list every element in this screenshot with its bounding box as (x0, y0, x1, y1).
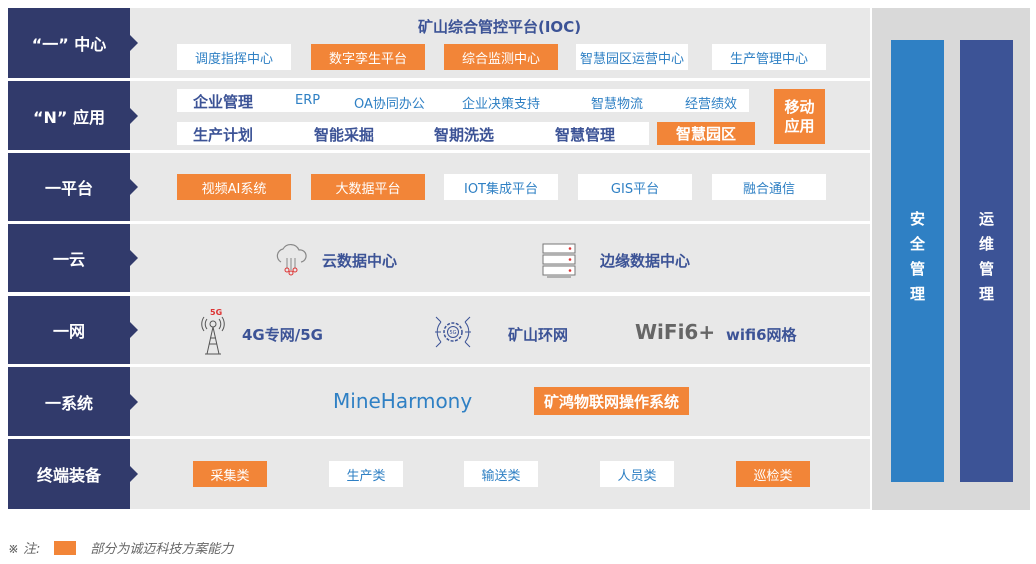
item-monitoring[interactable]: 综合监测中心 (444, 44, 558, 70)
item-park-ops[interactable]: 智慧园区运营中心 (576, 44, 688, 70)
wifi6-logo: WiFi6+ (635, 320, 716, 344)
app-item[interactable]: 生产计划 (193, 126, 254, 144)
app-item-smart-park[interactable]: 智慧园区 (657, 122, 755, 145)
ops-management[interactable]: 运维管理 (960, 40, 1013, 482)
row-apps: “N” 应用 企业管理 ERP OA协同办公 企业决策支持 智慧物流 经营绩效 … (8, 81, 870, 150)
row-system: 一系统 MineHarmony 矿鸿物联网操作系统 (8, 367, 870, 436)
server-icon (542, 243, 576, 278)
row-platform: 一平台 视频AI系统 大数据平台 IOT集成平台 GIS平台 融合通信 (8, 153, 870, 221)
row-label: 一平台 (8, 153, 138, 221)
row-label: 终端装备 (8, 439, 138, 509)
network-wifi6: wifi6网格 (726, 326, 797, 344)
cloud-datacenter: 云数据中心 (322, 252, 398, 270)
row-label: 一系统 (8, 367, 138, 436)
app-item[interactable]: 智慧物流 (591, 97, 644, 112)
mineharmony-logo: MineHarmony (333, 389, 473, 413)
5g-badge: 5G (210, 308, 223, 317)
footnote: ※ 注: 部分为诚迈科技方案能力 (8, 538, 233, 557)
tower-icon (201, 316, 225, 355)
app-item[interactable]: ERP (295, 93, 321, 108)
terminal-personnel[interactable]: 人员类 (600, 461, 674, 487)
app-item[interactable]: 智能采掘 (314, 126, 375, 144)
network-ring: 矿山环网 (508, 326, 569, 344)
platform-bigdata[interactable]: 大数据平台 (311, 174, 425, 200)
platform-video-ai[interactable]: 视频AI系统 (177, 174, 291, 200)
security-management[interactable]: 安全管理 (891, 40, 944, 482)
terminal-inspection[interactable]: 巡检类 (736, 461, 810, 487)
terminal-transport[interactable]: 输送类 (464, 461, 538, 487)
svg-text:5G: 5G (449, 330, 456, 336)
row-terminal: 终端装备 采集类 生产类 输送类 人员类 巡检类 (8, 439, 870, 509)
platform-gis[interactable]: GIS平台 (578, 174, 692, 200)
app-item[interactable]: 企业管理 (193, 93, 254, 111)
row-network: 一网 5G 4G专网/5G 5G 矿山环网 WiFi6+ wifi6网格 (8, 296, 870, 364)
orange-legend-swatch (54, 540, 77, 555)
app-item[interactable]: 企业决策支持 (462, 97, 541, 112)
platform-comm[interactable]: 融合通信 (712, 174, 826, 200)
harmony-os-box[interactable]: 矿鸿物联网操作系统 (534, 387, 689, 415)
row-label: 一网 (8, 296, 138, 364)
footnote-text: 部分为诚迈科技方案能力 (90, 542, 234, 557)
row-label: “一” 中心 (8, 8, 138, 78)
row-label: 一云 (8, 224, 138, 292)
item-dispatch[interactable]: 调度指挥中心 (177, 44, 291, 70)
ring-network-icon: 5G (435, 316, 471, 348)
row-center: “一” 中心 矿山综合管控平台(IOC) 调度指挥中心 数字孪生平台 综合监测中… (8, 8, 870, 78)
row-label: “N” 应用 (8, 81, 138, 150)
mobile-app-button[interactable]: 移动应用 (774, 89, 825, 144)
app-item[interactable]: OA协同办公 (354, 97, 425, 112)
cloud-icon (276, 244, 307, 276)
row-cloud: 一云 云数据中心 边缘数据中心 (8, 224, 870, 292)
terminal-production[interactable]: 生产类 (329, 461, 403, 487)
edge-datacenter: 边缘数据中心 (600, 252, 691, 270)
ioc-title: 矿山综合管控平台(IOC) (418, 18, 582, 36)
app-item[interactable]: 经营绩效 (685, 97, 738, 112)
app-item[interactable]: 智期洗选 (434, 126, 495, 144)
apps-line1 (177, 89, 749, 112)
footnote-prefix: ※ 注: (8, 542, 41, 557)
item-digital-twin[interactable]: 数字孪生平台 (311, 44, 425, 70)
network-4g5g: 4G专网/5G (242, 326, 323, 344)
side-panel: 安全管理 运维管理 (872, 8, 1030, 510)
item-production-mgmt[interactable]: 生产管理中心 (712, 44, 826, 70)
platform-iot[interactable]: IOT集成平台 (444, 174, 558, 200)
terminal-collect[interactable]: 采集类 (193, 461, 267, 487)
app-item[interactable]: 智慧管理 (555, 126, 616, 144)
apps-line2 (177, 122, 649, 145)
